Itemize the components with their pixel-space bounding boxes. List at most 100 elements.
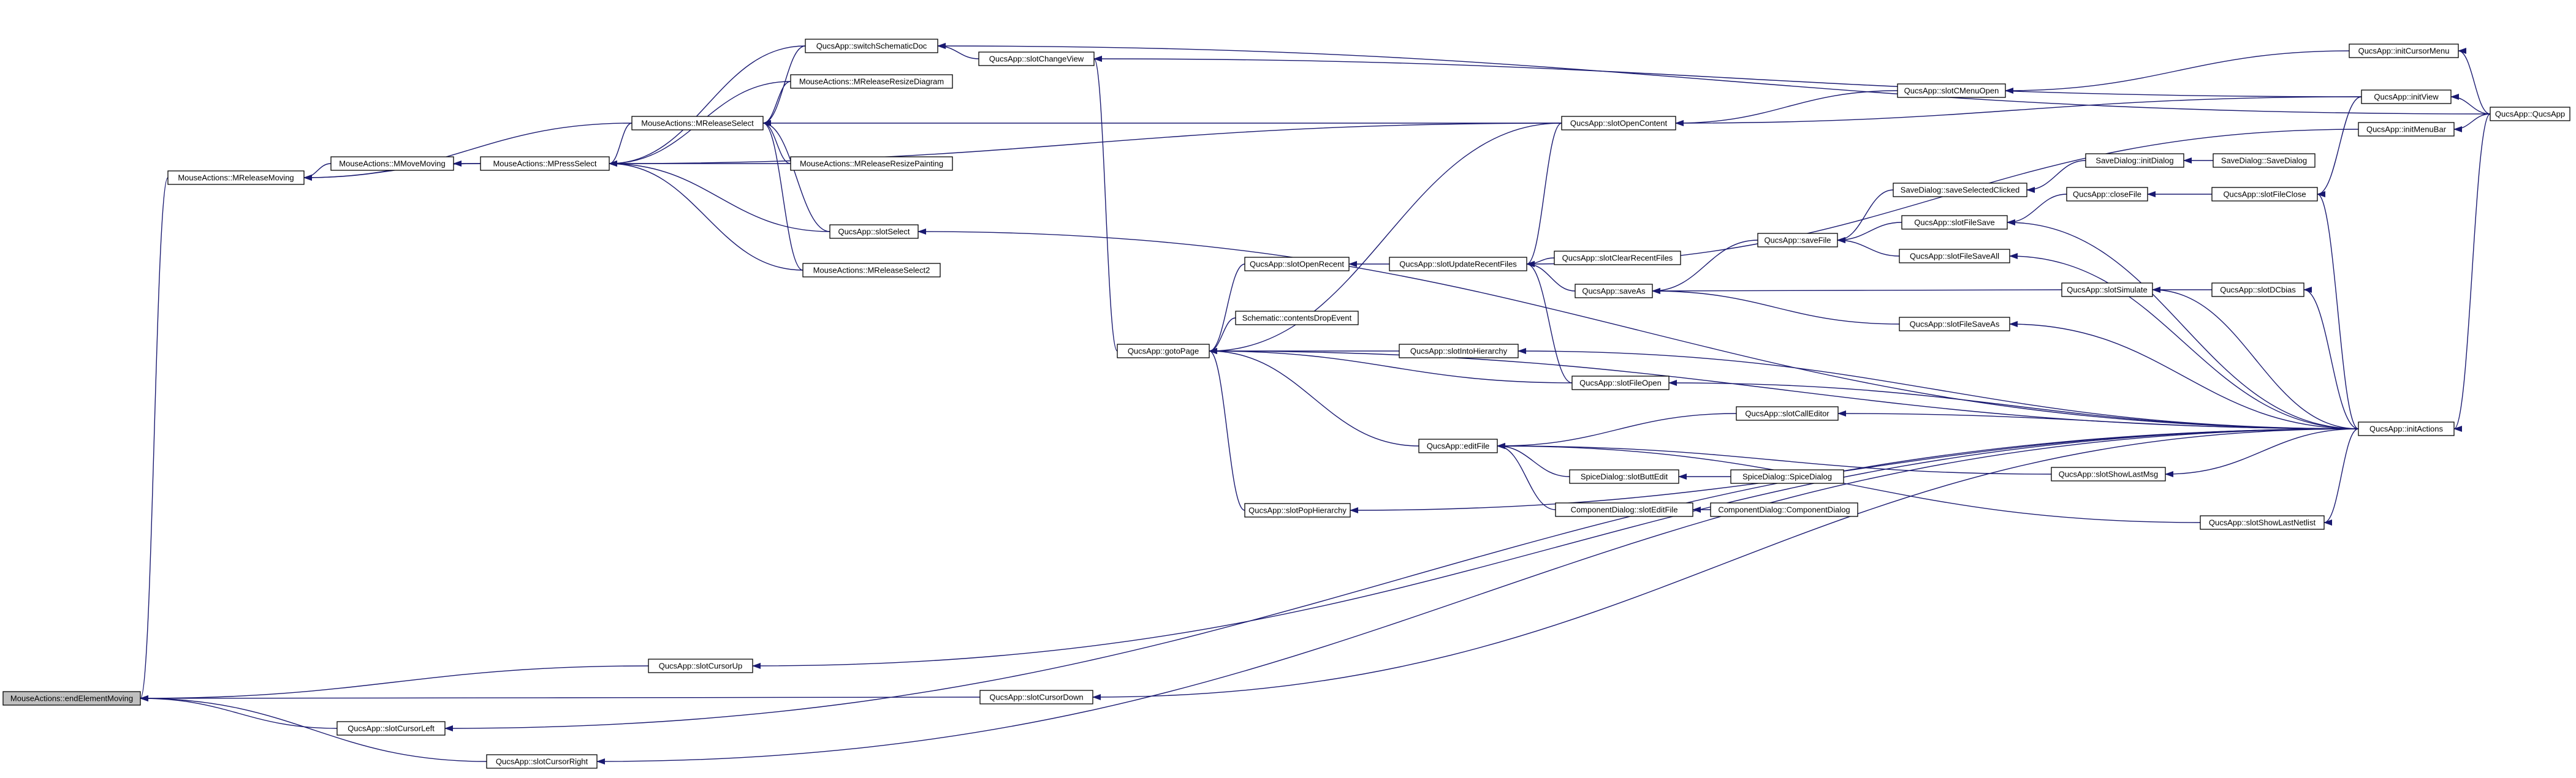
- node-slotCMenuOpen[interactable]: QucsApp::slotCMenuOpen: [1897, 83, 2006, 98]
- edge-slotButtEdit-to-editFile: [1497, 443, 1570, 477]
- node-closeFile[interactable]: QucsApp::closeFile: [2066, 187, 2148, 202]
- node-MReleaseSelect2[interactable]: MouseActions::MReleaseSelect2: [802, 263, 941, 278]
- node-SpiceDialogCtor[interactable]: SpiceDialog::SpiceDialog: [1730, 469, 1844, 484]
- node-initActions[interactable]: QucsApp::initActions: [2358, 421, 2455, 436]
- node-box: [2051, 467, 2166, 482]
- node-box: [2211, 187, 2318, 202]
- node-box: [1571, 376, 1670, 390]
- node-initMenuBar[interactable]: QucsApp::initMenuBar: [2358, 122, 2455, 137]
- node-MReleaseSelect[interactable]: MouseActions::MReleaseSelect: [631, 116, 764, 130]
- edge-saveSelectedClicked-to-saveFile: [1837, 189, 1894, 243]
- node-ComponentDialogCtor[interactable]: ComponentDialog::ComponentDialog: [1710, 502, 1858, 517]
- node-box: [1235, 311, 1359, 325]
- node-slotFileOpen[interactable]: QucsApp::slotFileOpen: [1571, 376, 1670, 390]
- node-MReleaseMoving[interactable]: MouseActions::MReleaseMoving: [167, 170, 305, 185]
- node-box: [1757, 233, 1838, 247]
- node-label: QucsApp::slotFileSaveAll: [1910, 252, 1999, 261]
- node-slotShowLastNetlist[interactable]: QucsApp::slotShowLastNetlist: [2200, 515, 2325, 530]
- node-initDialog[interactable]: SaveDialog::initDialog: [2085, 153, 2184, 168]
- node-slotSimulate[interactable]: QucsApp::slotSimulate: [2061, 282, 2153, 297]
- node-label: Schematic::contentsDropEvent: [1242, 314, 1352, 323]
- node-MMoveMoving[interactable]: MouseActions::MMoveMoving: [330, 156, 454, 171]
- node-slotOpenContent[interactable]: QucsApp::slotOpenContent: [1561, 116, 1676, 130]
- node-label: MouseActions::MReleaseMoving: [178, 173, 294, 183]
- node-saveFile[interactable]: QucsApp::saveFile: [1757, 233, 1838, 247]
- edge-initActions-to-slotFileOpen: [1668, 380, 2359, 429]
- node-slotCursorRight[interactable]: QucsApp::slotCursorRight: [486, 754, 598, 769]
- node-box: [1244, 503, 1351, 518]
- node-box: [802, 263, 941, 278]
- node-slotCursorDown[interactable]: QucsApp::slotCursorDown: [979, 690, 1093, 704]
- node-slotShowLastMsg[interactable]: QucsApp::slotShowLastMsg: [2051, 467, 2166, 482]
- node-label: QucsApp::slotCursorDown: [989, 693, 1083, 702]
- node-box: [1899, 249, 2010, 263]
- node-initCursorMenu[interactable]: QucsApp::initCursorMenu: [2349, 43, 2459, 58]
- node-QucsAppCtor[interactable]: QucsApp::QucsApp: [2490, 107, 2570, 121]
- node-label: MouseActions::MPressSelect: [493, 159, 596, 168]
- node-editFile[interactable]: QucsApp::editFile: [1418, 439, 1498, 453]
- node-saveAs[interactable]: QucsApp::saveAs: [1575, 284, 1653, 298]
- node-box: [1897, 83, 2006, 98]
- edge-initActions-to-slotFileSaveAll: [2009, 253, 2359, 429]
- node-slotFileSave[interactable]: QucsApp::slotFileSave: [1901, 215, 2008, 230]
- edge-slotSelect-to-MPressSelect: [609, 161, 830, 232]
- edge-initActions-to-slotCursorRight: [596, 428, 2359, 765]
- node-slotFileSaveAll[interactable]: QucsApp::slotFileSaveAll: [1899, 249, 2010, 263]
- node-slotChangeView[interactable]: QucsApp::slotChangeView: [978, 51, 1095, 66]
- edge-editFile-to-gotoPage: [1209, 348, 1419, 447]
- node-slotDCbias[interactable]: QucsApp::slotDCbias: [2211, 282, 2304, 297]
- node-slotButtEdit[interactable]: SpiceDialog::slotButtEdit: [1569, 469, 1679, 484]
- edge-initView-to-slotOpenContent: [1675, 96, 2362, 126]
- node-MReleaseResizePainting[interactable]: MouseActions::MReleaseResizePainting: [790, 156, 953, 171]
- node-slotClearRecentFiles[interactable]: QucsApp::slotClearRecentFiles: [1554, 251, 1681, 265]
- node-label: MouseActions::endElementMoving: [10, 694, 133, 703]
- node-box: [2358, 122, 2455, 137]
- node-SaveDialogCtor[interactable]: SaveDialog::SaveDialog: [2213, 153, 2316, 168]
- node-box: [1710, 502, 1858, 517]
- node-slotFileSaveAs[interactable]: QucsApp::slotFileSaveAs: [1899, 317, 2010, 331]
- edge-layer: [140, 43, 2491, 765]
- edge-initActions-to-slotCursorDown: [1092, 428, 2359, 700]
- node-MPressSelect[interactable]: MouseActions::MPressSelect: [480, 156, 610, 171]
- node-label: QucsApp::slotOpenRecent: [1250, 260, 1344, 269]
- node-gotoPage[interactable]: QucsApp::gotoPage: [1117, 344, 1210, 358]
- node-box: [1555, 502, 1693, 517]
- node-label: QucsApp::slotFileSaveAs: [1910, 320, 2000, 329]
- node-slotSelect[interactable]: QucsApp::slotSelect: [829, 224, 919, 239]
- node-box: [1575, 284, 1653, 298]
- node-layer: MouseActions::endElementMoving MouseActio…: [2, 39, 2570, 769]
- edge-MReleaseMoving-to-endElementMoving: [140, 177, 169, 701]
- edge-slotFileOpen-to-slotUpdateRecentFiles: [1526, 261, 1573, 383]
- edge-switchSchematicDoc-to-MPressSelect: [609, 45, 806, 167]
- node-slotCallEditor[interactable]: QucsApp::slotCallEditor: [1736, 406, 1839, 421]
- node-label: SpiceDialog::SpiceDialog: [1742, 472, 1832, 482]
- node-slotIntoHierarchy[interactable]: QucsApp::slotIntoHierarchy: [1399, 344, 1519, 358]
- node-box: [330, 156, 454, 171]
- edge-saveFile-to-saveAs: [1652, 240, 1758, 294]
- node-label: QucsApp::switchSchematicDoc: [816, 42, 927, 51]
- edge-initActions-to-slotShowLastMsg: [2165, 428, 2359, 477]
- edge-gotoPage-to-slotChangeView: [1093, 56, 1118, 352]
- node-contentsDropEvent[interactable]: Schematic::contentsDropEvent: [1235, 311, 1359, 325]
- node-slotOpenRecent[interactable]: QucsApp::slotOpenRecent: [1244, 257, 1350, 271]
- node-slotPopHierarchy[interactable]: QucsApp::slotPopHierarchy: [1244, 503, 1351, 518]
- node-label: QucsApp::slotCursorLeft: [348, 724, 435, 733]
- node-slotCursorUp[interactable]: QucsApp::slotCursorUp: [648, 659, 753, 673]
- edge-initActions-to-slotSimulate: [2152, 287, 2359, 429]
- node-box: [790, 156, 953, 171]
- edge-slotCursorLeft-to-endElementMoving: [140, 695, 338, 729]
- node-switchSchematicDoc[interactable]: QucsApp::switchSchematicDoc: [805, 39, 938, 53]
- node-slotUpdateRecentFiles[interactable]: QucsApp::slotUpdateRecentFiles: [1389, 257, 1527, 271]
- node-slotCursorLeft[interactable]: QucsApp::slotCursorLeft: [336, 721, 446, 736]
- node-label: QucsApp::slotUpdateRecentFiles: [1399, 260, 1517, 269]
- node-saveSelectedClicked[interactable]: SaveDialog::saveSelectedClicked: [1893, 183, 2027, 197]
- node-initView[interactable]: QucsApp::initView: [2361, 89, 2452, 104]
- node-label: QucsApp::saveAs: [1582, 287, 1646, 296]
- edge-slotOpenContent-to-gotoPage: [1209, 123, 1562, 354]
- node-slotEditFile[interactable]: ComponentDialog::slotEditFile: [1555, 502, 1693, 517]
- node-MReleaseResizeDiagram[interactable]: MouseActions::MReleaseResizeDiagram: [790, 74, 953, 89]
- node-endElementMoving[interactable]: MouseActions::endElementMoving: [2, 691, 141, 706]
- node-slotFileClose[interactable]: QucsApp::slotFileClose: [2211, 187, 2318, 202]
- node-box: [1561, 116, 1676, 130]
